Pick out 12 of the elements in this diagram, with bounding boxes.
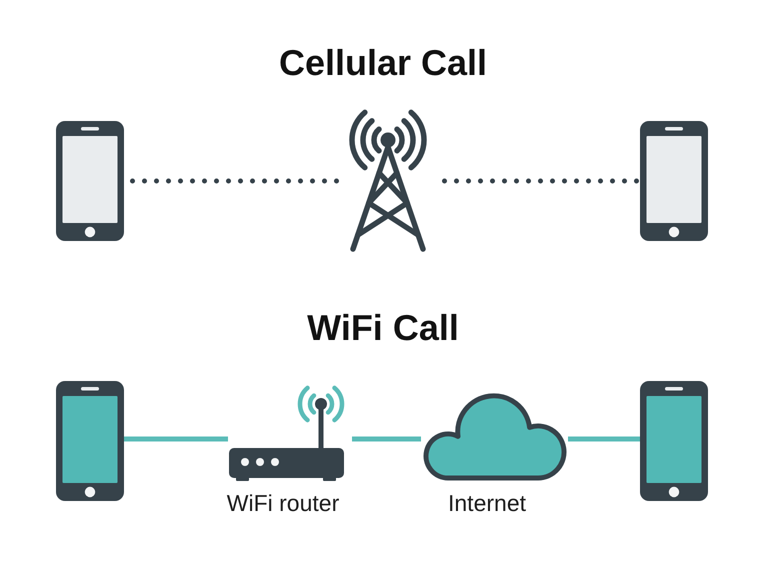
connector-line <box>124 436 228 442</box>
device-caption: WiFi router <box>226 490 340 516</box>
section-heading: Cellular Call <box>278 43 488 83</box>
device-caption: Internet <box>448 490 526 516</box>
smartphone-icon <box>640 381 708 501</box>
smartphone-icon <box>56 381 124 501</box>
cloud-icon <box>421 391 568 482</box>
connector-line <box>352 436 421 442</box>
smartphone-icon <box>56 121 124 241</box>
section-heading: WiFi Call <box>307 308 459 348</box>
connector-line <box>568 436 640 442</box>
smartphone-icon <box>640 121 708 241</box>
